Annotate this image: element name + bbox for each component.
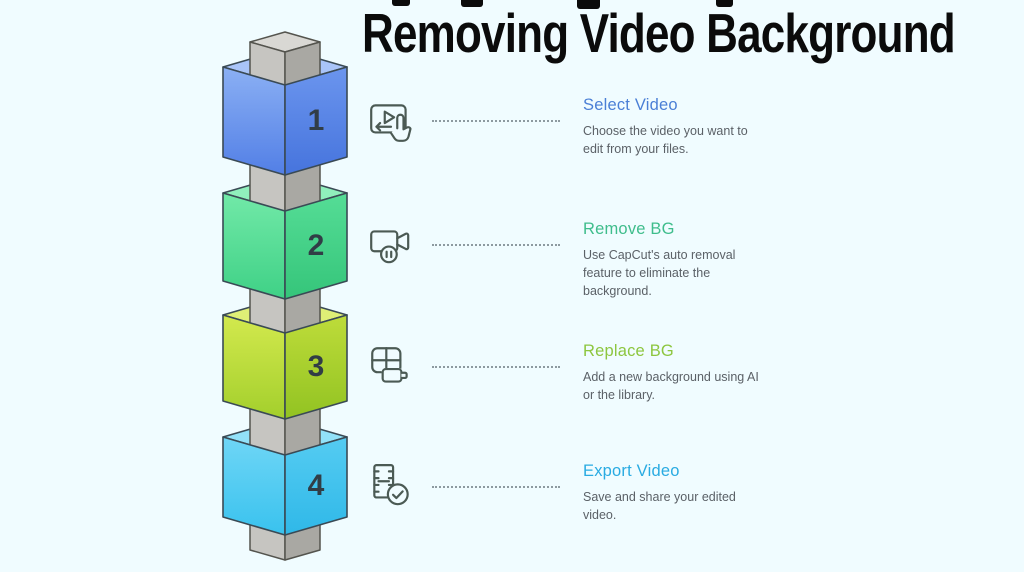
cropped-title-remnant — [392, 0, 410, 6]
step-title: Replace BG — [583, 342, 674, 360]
cropped-title-remnant — [461, 0, 483, 7]
dotted-connector — [432, 366, 560, 368]
dotted-connector — [432, 120, 560, 122]
cube-3-number: 3 — [308, 350, 325, 383]
video-camera-pause-icon — [366, 220, 416, 270]
cube-2 — [222, 192, 348, 300]
cropped-title-remnant — [716, 0, 733, 7]
step-title: Select Video — [583, 96, 678, 114]
step-row-2: Remove BG Use CapCut's auto removal feat… — [360, 220, 820, 300]
step-row-4: Export Video Save and share your edited … — [360, 462, 820, 542]
cube-1 — [222, 66, 348, 176]
step-description: Choose the video you want to edit from y… — [583, 124, 748, 157]
step-row-3: Replace BG Add a new background using AI… — [360, 342, 820, 422]
step-description: Save and share your edited video. — [583, 490, 736, 523]
cube-4-number: 4 — [308, 469, 325, 502]
step-title: Export Video — [583, 462, 680, 480]
dotted-connector — [432, 486, 560, 488]
page-title: Removing Video Background — [362, 2, 956, 64]
select-video-icon — [366, 96, 416, 146]
step-description: Add a new background using AI or the lib… — [583, 370, 759, 403]
step-row-1: Select Video Choose the video you want t… — [360, 96, 820, 176]
export-film-check-icon — [366, 462, 416, 512]
step-title: Remove BG — [583, 220, 675, 238]
cube-4 — [222, 436, 348, 536]
stacked-cubes-pillar: 1 2 3 4 — [222, 31, 348, 561]
dotted-connector — [432, 244, 560, 246]
replace-background-icon — [366, 342, 416, 392]
cube-1-number: 1 — [308, 104, 325, 137]
cube-2-number: 2 — [308, 229, 325, 262]
cropped-title-remnant — [577, 0, 600, 9]
step-description: Use CapCut's auto removal feature to eli… — [583, 248, 736, 299]
cube-3 — [222, 314, 348, 420]
